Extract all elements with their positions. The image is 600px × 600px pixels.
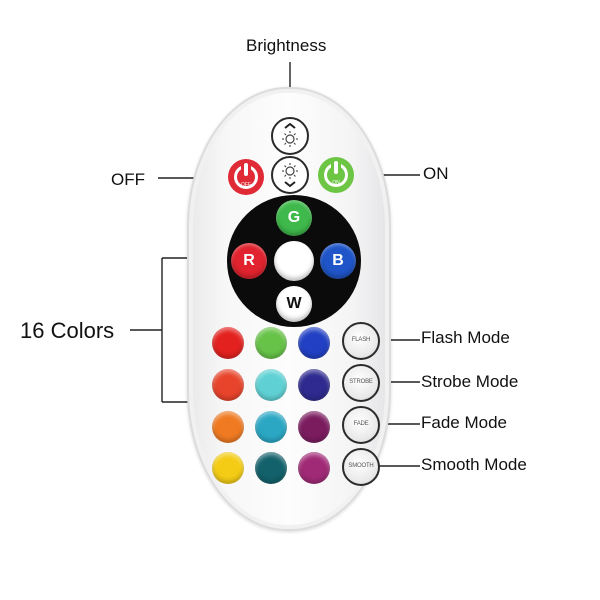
smooth-mode-button-text: SMOOTH <box>348 463 374 469</box>
power-off-bar <box>244 163 248 176</box>
color-swatch-r3-c1[interactable] <box>212 411 244 443</box>
brightness-up-button[interactable] <box>271 117 309 155</box>
color-wheel: G R B W <box>227 195 361 327</box>
power-off-button[interactable]: OFF <box>228 159 264 195</box>
color-swatch-r3-c3[interactable] <box>298 411 330 443</box>
color-swatch-r4-c1[interactable] <box>212 452 244 484</box>
fade-mode-label: Fade Mode <box>421 413 507 432</box>
strobe-mode-button[interactable]: STROBE <box>342 364 380 402</box>
smooth-mode-label: Smooth Mode <box>421 455 527 474</box>
smooth-mode-button[interactable]: SMOOTH <box>342 448 380 486</box>
color-swatch-r1-c1[interactable] <box>212 327 244 359</box>
strobe-mode-button-text: STROBE <box>349 379 373 385</box>
color-swatch-r1-c2[interactable] <box>255 327 287 359</box>
fade-mode-button[interactable]: FADE <box>342 406 380 444</box>
brightness-up-icon <box>282 122 298 147</box>
brightness-down-icon <box>282 163 298 188</box>
white-button[interactable]: W <box>276 286 312 322</box>
green-button[interactable]: G <box>276 200 312 236</box>
strobe-mode-label: Strobe Mode <box>421 372 519 391</box>
power-on-bar <box>334 161 338 174</box>
power-off-text: OFF <box>241 182 251 188</box>
brightness-down-button[interactable] <box>271 156 309 194</box>
power-on-text: ON <box>332 180 340 186</box>
brightness-label: Brightness <box>246 36 327 55</box>
red-button[interactable]: R <box>231 243 267 279</box>
power-on-button[interactable]: ON <box>318 157 354 193</box>
off-label: OFF <box>111 170 145 189</box>
colors-label: 16 Colors <box>20 318 115 343</box>
on-label: ON <box>423 164 449 183</box>
color-swatch-r4-c2[interactable] <box>255 452 287 484</box>
flash-mode-button[interactable]: FLASH <box>342 322 380 360</box>
color-swatch-r2-c1[interactable] <box>212 369 244 401</box>
flash-mode-button-text: FLASH <box>351 337 371 343</box>
color-swatch-r1-c3[interactable] <box>298 327 330 359</box>
color-swatch-r2-c3[interactable] <box>298 369 330 401</box>
color-swatch-r3-c2[interactable] <box>255 411 287 443</box>
blue-button[interactable]: B <box>320 243 356 279</box>
flash-mode-label: Flash Mode <box>421 328 510 347</box>
white-center-button[interactable] <box>274 241 314 281</box>
color-swatch-r4-c3[interactable] <box>298 452 330 484</box>
fade-mode-button-text: FADE <box>353 421 369 427</box>
color-swatch-r2-c2[interactable] <box>255 369 287 401</box>
